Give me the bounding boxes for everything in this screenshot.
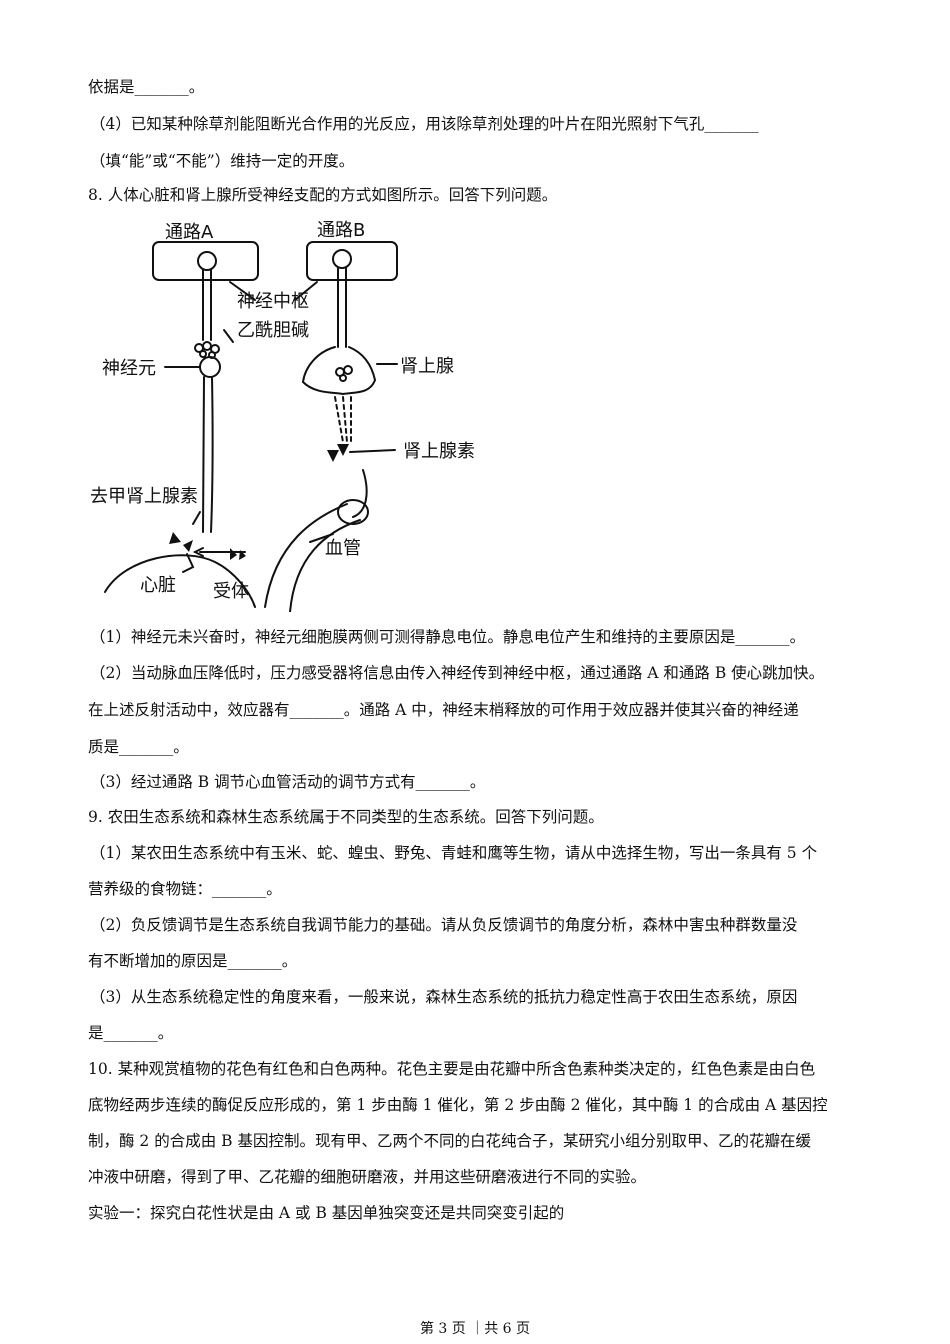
label-nerve-center: 神经中枢 (237, 291, 309, 312)
nerve-diagram: 通路A 通路B 神经中枢 乙酰胆碱 神经元 肾上腺 肾上腺素 去甲肾上腺素 血管… (90, 220, 475, 612)
label-blood-vessel: 血管 (325, 538, 361, 559)
text-line: 是_______。 (88, 1024, 174, 1042)
label-path-b: 通路B (317, 220, 365, 241)
text-line: 实验一：探究白花性状是由 A 或 B 基因单独突变还是共同突变引起的 (88, 1204, 565, 1222)
text-line: （2）当动脉血压降低时，压力感受器将信息由传入神经传到神经中枢，通过通路 A 和… (90, 664, 825, 682)
text-line: 冲液中研磨，得到了甲、乙花瓣的细胞研磨液，并用这些研磨液进行不同的实验。 (88, 1168, 647, 1186)
label-acetylcholine: 乙酰胆碱 (237, 320, 309, 341)
page-footer: 第 3 页 ｜共 6 页 (419, 1321, 531, 1337)
text-line: 在上述反射活动中，效应器有_______。通路 A 中，神经末梢释放的可作用于效… (88, 701, 799, 719)
label-neuron: 神经元 (102, 358, 156, 379)
text-line: （4）已知某种除草剂能阻断光合作用的光反应，用该除草剂处理的叶片在阳光照射下气孔… (90, 115, 759, 133)
text-line: （填“能”或“不能”）维持一定的开度。 (90, 152, 355, 170)
label-receptor: 受体 (213, 581, 249, 602)
label-adrenal-gland: 肾上腺 (400, 356, 454, 377)
question-8-title: 8. 人体心脏和肾上腺所受神经支配的方式如图所示。回答下列问题。 (88, 186, 558, 204)
text-line: （1）神经元未兴奋时，神经元细胞膜两侧可测得静息电位。静息电位产生和维持的主要原… (90, 628, 806, 646)
text-line: （3）从生态系统稳定性的角度来看，一般来说，森林生态系统的抵抗力稳定性高于农田生… (90, 988, 798, 1006)
text-line: 有不断增加的原因是_______。 (88, 952, 298, 970)
label-adrenaline: 肾上腺素 (403, 441, 475, 462)
text-line: 制，酶 2 的合成由 B 基因控制。现有甲、乙两个不同的白花纯合子，某研究小组分… (88, 1132, 811, 1150)
question-10-title: 10. 某种观赏植物的花色有红色和白色两种。花色主要是由花瓣中所含色素种类决定的… (88, 1060, 816, 1078)
text-line: 营养级的食物链：_______。 (88, 880, 282, 898)
text-line: 质是_______。 (88, 738, 189, 756)
label-path-a: 通路A (165, 222, 214, 243)
label-heart: 心脏 (140, 575, 176, 596)
text-line: （1）某农田生态系统中有玉米、蛇、蝗虫、野兔、青蛙和鹰等生物，请从中选择生物，写… (90, 844, 818, 862)
text-line: 底物经两步连续的酶促反应形成的，第 1 步由酶 1 催化，第 2 步由酶 2 催… (88, 1096, 828, 1114)
label-noradrenaline: 去甲肾上腺素 (90, 486, 198, 507)
text-line: （2）负反馈调节是生态系统自我调节能力的基础。请从负反馈调节的角度分析，森林中害… (90, 916, 798, 934)
question-9-title: 9. 农田生态系统和森林生态系统属于不同类型的生态系统。回答下列问题。 (88, 808, 604, 826)
text-line: （3）经过通路 B 调节心血管活动的调节方式有_______。 (90, 773, 486, 791)
text-line: 依据是_______。 (88, 78, 205, 96)
